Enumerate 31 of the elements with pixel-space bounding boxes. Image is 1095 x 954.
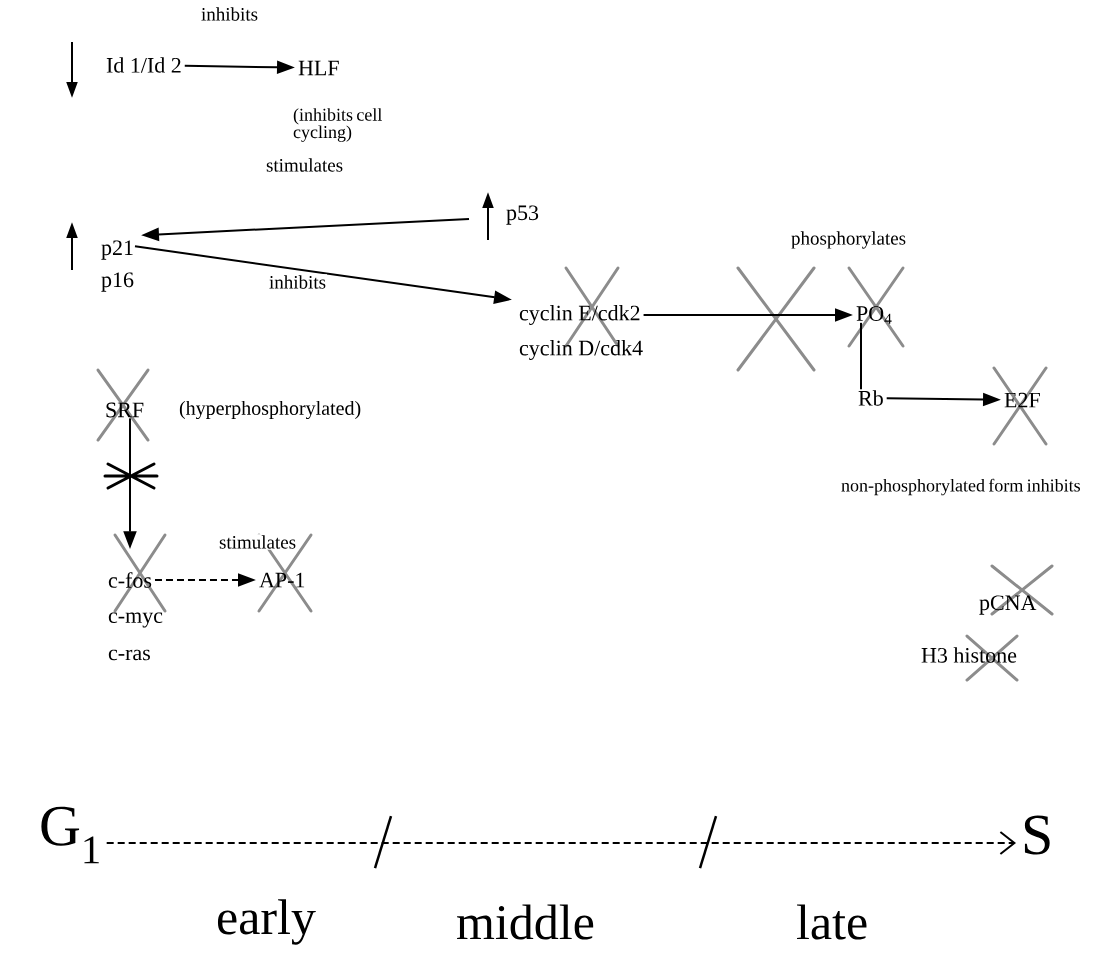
edge-label: inhibits: [200, 6, 259, 22]
gene-label: Id 1/Id 2: [106, 57, 181, 73]
gene-label: S: [1024, 815, 1050, 855]
gene-label: PO$_{4}$: [856, 306, 892, 324]
gene-label: p21: [101, 240, 133, 260]
gene-label: G$_{1}$: [41, 806, 99, 864]
gene-label: pCNA: [979, 595, 1037, 615]
gene-label: AP-1: [259, 572, 305, 588]
phase-label: late: [797, 904, 867, 940]
note: non-phosphorylated form inhibits: [841, 478, 1080, 496]
gene-label: SRF: [106, 402, 144, 418]
phase-label: early: [217, 899, 316, 945]
gene-label: H3 histone: [921, 647, 1017, 663]
gene-label: Rb: [858, 390, 883, 406]
gene-label: cyclin D/cdk4: [519, 340, 643, 360]
edge-label: inhibits: [268, 274, 327, 290]
note: (inhibits cell cycling): [293, 108, 382, 142]
gene-label: p16: [101, 272, 134, 292]
edge-label: stimulates: [218, 534, 298, 550]
edge-label: stimulates: [265, 157, 345, 173]
note: (hyperphosphorylated): [179, 400, 361, 420]
edge-label: phosphorylates: [790, 230, 908, 250]
arrow: [105, 831, 1016, 855]
gene-label: HLF: [298, 60, 339, 76]
gene-label: c-ras: [108, 649, 150, 661]
gene-label: c-fos: [108, 572, 152, 588]
gene-label: c-myc: [108, 612, 163, 628]
gene-label: cyclin E/cdk2: [519, 305, 640, 325]
phase-label: middle: [457, 904, 594, 940]
gene-label: E2F: [1004, 392, 1040, 408]
gene-label: p53: [506, 205, 539, 225]
